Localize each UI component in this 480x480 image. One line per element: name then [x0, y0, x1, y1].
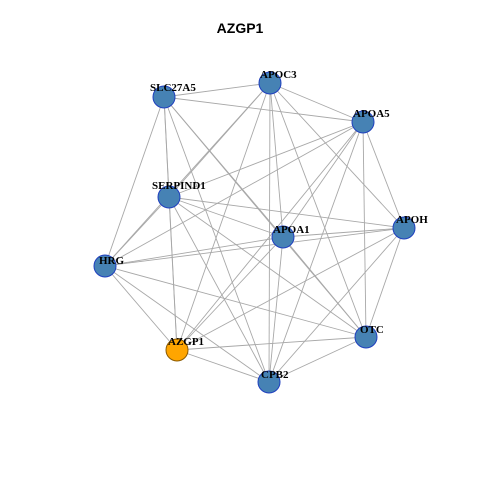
edge-apoa1-azgp1	[176, 236, 284, 351]
node-label-azgp1: AZGP1	[168, 336, 204, 348]
edge-serpind1-azgp1	[168, 196, 178, 351]
node-hrg[interactable]	[93, 254, 117, 278]
edge-apoa5-hrg	[104, 121, 364, 267]
edge-slc27a5-hrg	[104, 96, 165, 267]
edge-apoh-apoa1	[282, 227, 405, 238]
edge-apoa5-cpb2	[268, 121, 364, 383]
edge-apoa5-apoh	[362, 121, 405, 229]
edge-otc-cpb2	[268, 336, 367, 383]
edge-serpind1-hrg	[104, 196, 170, 267]
node-layer	[93, 71, 416, 394]
edge-apoa5-azgp1	[176, 121, 364, 351]
node-label-apoh: APOH	[396, 214, 428, 226]
node-label-apoa1: APOA1	[273, 224, 310, 236]
edge-serpind1-cpb2	[168, 196, 270, 383]
node-apoa5[interactable]	[351, 110, 375, 134]
edge-layer	[104, 82, 405, 383]
edge-apoa1-otc	[282, 236, 367, 338]
edge-apoc3-otc	[269, 82, 367, 338]
edge-apoh-cpb2	[268, 227, 405, 383]
edge-apoh-hrg	[104, 227, 405, 267]
node-otc[interactable]	[354, 325, 378, 349]
edge-otc-azgp1	[176, 336, 367, 351]
node-label-apoa5: APOA5	[353, 108, 390, 120]
edge-apoc3-apoh	[269, 82, 405, 229]
node-slc27a5[interactable]	[152, 85, 176, 109]
node-cpb2[interactable]	[257, 370, 281, 394]
edge-serpind1-otc	[168, 196, 367, 338]
node-label-serpind1: SERPIND1	[152, 180, 206, 192]
edge-serpind1-apoh	[168, 196, 405, 229]
edge-apoa5-serpind1	[168, 121, 364, 198]
edge-serpind1-apoa1	[168, 196, 284, 238]
edge-apoc3-apoa1	[269, 82, 284, 238]
plot-title: AZGP1	[216, 20, 264, 36]
node-apoh[interactable]	[392, 216, 416, 240]
edge-apoa1-cpb2	[268, 236, 284, 383]
edge-apoc3-apoa5	[269, 82, 364, 123]
edge-apoh-azgp1	[176, 227, 405, 351]
edge-slc27a5-cpb2	[163, 96, 270, 383]
node-label-cpb2: CPB2	[261, 369, 289, 381]
edge-apoh-otc	[365, 227, 405, 338]
node-apoa1[interactable]	[271, 225, 295, 249]
node-apoc3[interactable]	[258, 71, 282, 95]
edge-apoc3-slc27a5	[163, 82, 271, 98]
node-label-otc: OTC	[360, 324, 384, 336]
edge-slc27a5-apoa5	[163, 96, 364, 123]
edge-azgp1-cpb2	[176, 349, 270, 383]
node-serpind1[interactable]	[157, 185, 181, 209]
node-label-apoc3: APOC3	[260, 69, 297, 81]
edge-apoa5-otc	[362, 121, 367, 338]
edge-apoa5-apoa1	[282, 121, 364, 238]
node-label-hrg: HRG	[99, 255, 125, 267]
node-azgp1[interactable]	[165, 338, 189, 362]
edge-apoc3-hrg	[104, 82, 271, 267]
edge-hrg-cpb2	[104, 265, 270, 383]
edge-apoa1-hrg	[104, 236, 284, 267]
edge-hrg-azgp1	[104, 265, 178, 351]
node-label-slc27a5: SLC27A5	[150, 82, 196, 94]
edge-hrg-otc	[104, 265, 367, 338]
